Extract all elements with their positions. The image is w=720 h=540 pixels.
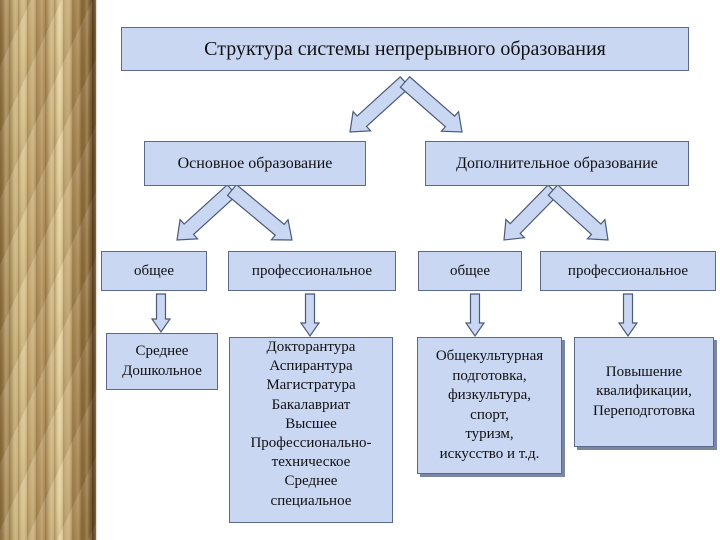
arrow-to-main-general [176, 183, 238, 241]
leaf-line: Магистратура [266, 377, 356, 394]
main-general-leaf-box: Среднее Дошкольное [106, 333, 218, 390]
leaf-line: Общекультурная [435, 348, 544, 364]
leaf-line: Дошкольное [122, 362, 202, 379]
leaf-line: специальное [270, 492, 352, 509]
main-professional-leaf-box: Докторантура Аспирантура Магистратура Ба… [229, 337, 393, 523]
leaf-line: Среднее [284, 473, 338, 490]
leaf-line: квалификации, [596, 383, 692, 400]
leaf-line: искусство и т.д. [439, 445, 540, 462]
leaf-line: спорт, [470, 406, 509, 423]
arrow-to-main-professional [226, 183, 293, 241]
leaf-line: техническое [271, 454, 351, 471]
arrow-to-main-education [349, 75, 411, 133]
main-general-box: общее [101, 251, 207, 291]
leaf-line: Аспирантура [269, 358, 353, 375]
arrow-to-additional-professional [547, 183, 609, 241]
diagram-title: Структура системы непрерывного образован… [121, 27, 689, 71]
leaf-line: Докторантура [266, 339, 356, 355]
arrow-to-additional-general [503, 184, 559, 241]
leaf-line: Бакалавриат [271, 396, 351, 413]
leaf-line: физкультура, [447, 387, 532, 403]
leaf-line: туризм, [465, 426, 514, 442]
arrow-down-additional-professional [617, 293, 639, 338]
arrow-down-additional-general [464, 293, 486, 338]
leaf-line: подготовка, [452, 367, 527, 384]
additional-professional-box: профессиональное [540, 251, 716, 291]
decorative-gold-border [0, 0, 98, 540]
leaf-line: Высшее [285, 415, 337, 432]
leaf-line: Среднее [135, 343, 189, 359]
main-professional-box: профессиональное [228, 251, 396, 291]
additional-education-box: Дополнительное образование [425, 141, 689, 186]
arrow-down-main-professional [299, 293, 321, 338]
additional-general-box: общее [418, 251, 522, 291]
leaf-line: Повышение [605, 363, 683, 380]
arrow-down-main-general [150, 293, 172, 334]
leaf-line: Переподготовка [592, 402, 696, 419]
main-education-box: Основное образование [144, 141, 366, 186]
leaf-line: Профессионально- [250, 434, 372, 451]
arrow-to-additional-education [399, 75, 463, 133]
additional-professional-leaf-box: Повышение квалификации, Переподготовка [574, 337, 714, 447]
additional-general-leaf-box: Общекультурная подготовка, физкультура, … [417, 337, 562, 474]
